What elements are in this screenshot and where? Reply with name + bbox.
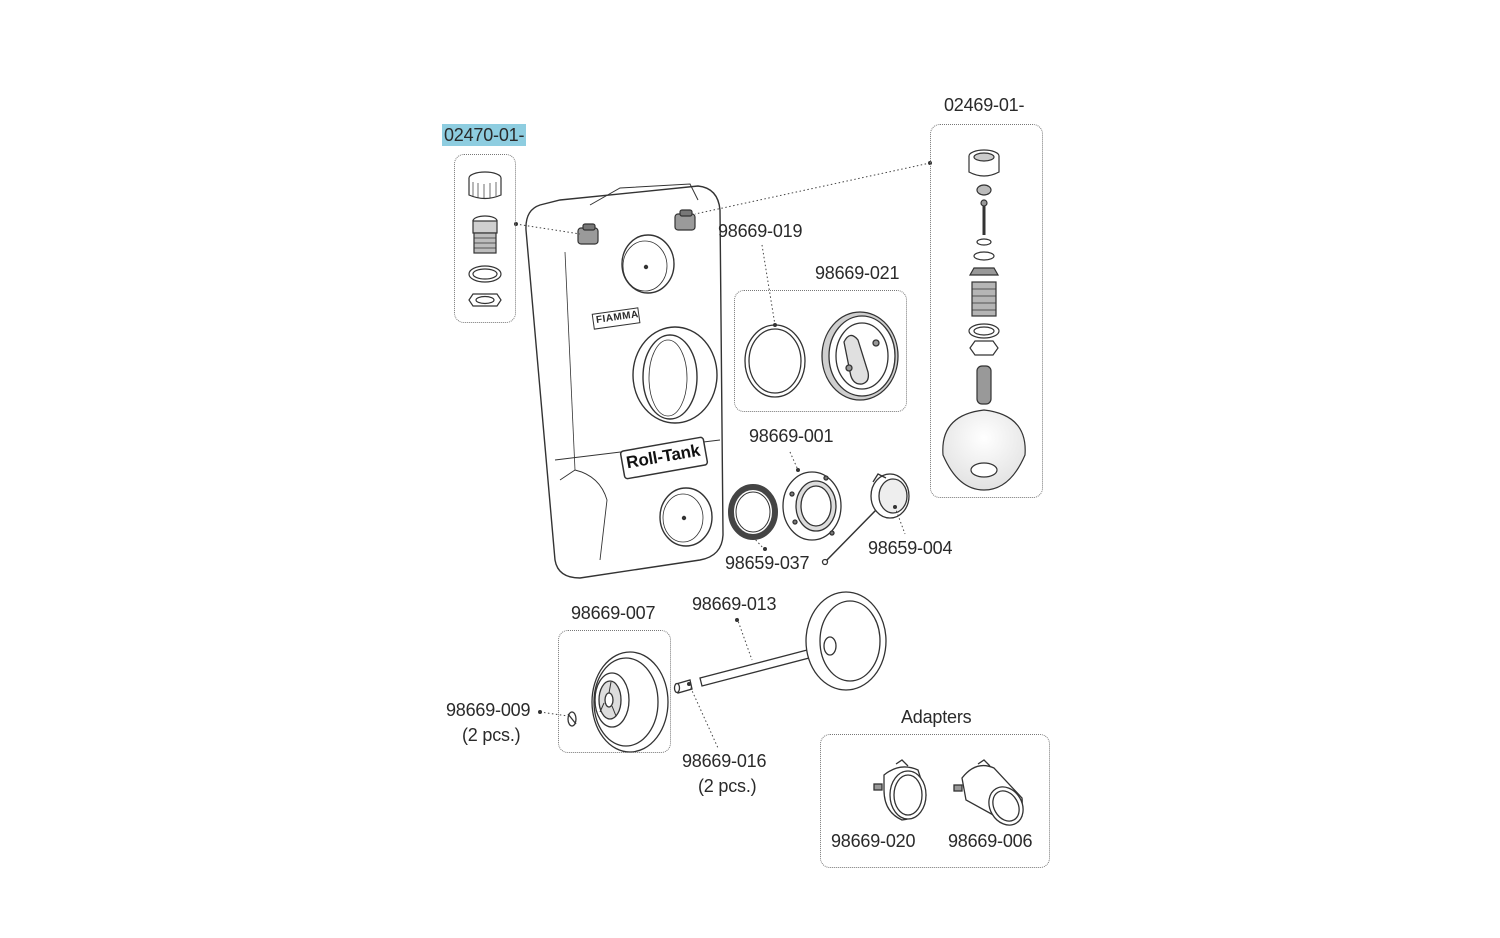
axle-pin-leader <box>688 683 719 749</box>
axle-pin-part <box>673 679 693 694</box>
flange-leader <box>789 451 799 471</box>
label-wheel: 98669-007 <box>571 603 656 623</box>
label-clip: 98669-009 <box>446 700 531 720</box>
adapter-straight-part <box>873 759 927 821</box>
label-clip-qty: (2 pcs.) <box>462 725 521 745</box>
valve-kit-leader <box>694 162 931 215</box>
roll-tank-body <box>525 183 724 579</box>
gasket-cap-box <box>734 290 907 412</box>
axle-leader-dot <box>735 618 739 622</box>
adapter-angled-part <box>953 759 1024 826</box>
vent-kit-parts <box>468 171 502 307</box>
clip-leader <box>539 711 569 717</box>
tank-vent-right <box>674 209 696 231</box>
tether-cap-part <box>821 473 910 566</box>
flange-leader-dot <box>796 468 800 472</box>
label-adapters-title: Adapters <box>901 707 972 727</box>
label-axle: 98669-013 <box>692 594 777 614</box>
label-o-ring: 98659-037 <box>725 553 810 573</box>
gasket-ring-leader-dot <box>773 323 777 327</box>
clip-leader-dot <box>538 710 542 714</box>
label-tether-cap: 98659-004 <box>868 538 953 558</box>
tether-cap-leader <box>894 506 906 535</box>
valve-kit-box <box>930 124 1043 498</box>
label-gasket-ring: 98669-019 <box>718 221 803 241</box>
label-axle-pin-qty: (2 pcs.) <box>698 776 757 796</box>
flange-part <box>782 471 842 541</box>
axle-pin-leader-dot <box>687 682 691 686</box>
tank-vent-left <box>577 223 599 245</box>
vent-kit-leader <box>515 223 581 235</box>
wheel-box <box>558 630 671 753</box>
o-ring-leader-dot <box>763 547 767 551</box>
label-adapter-straight: 98669-020 <box>831 831 916 851</box>
clip-part <box>567 711 577 727</box>
label-adapter-angled: 98669-006 <box>948 831 1033 851</box>
valve-kit-parts <box>942 149 1026 491</box>
label-flange: 98669-001 <box>749 426 834 446</box>
vent-kit-box <box>454 154 516 323</box>
tank-name-plate <box>619 436 709 480</box>
o-ring-part <box>728 484 778 540</box>
adapters-box <box>820 734 1050 868</box>
tether-cap-leader-dot <box>893 505 897 509</box>
gasket-ring-leader <box>761 244 776 326</box>
label-cap-large: 98669-021 <box>815 263 900 283</box>
o-ring-leader <box>752 536 766 551</box>
label-valve-kit: 02469-01- <box>944 95 1025 115</box>
tank-brand-plate <box>591 307 641 330</box>
label-axle-pin: 98669-016 <box>682 751 767 771</box>
label-vent-kit: 02470-01- <box>442 124 527 146</box>
wheel-far-part <box>805 591 887 691</box>
wheel-near-part <box>591 651 669 753</box>
cap-large-part <box>821 311 899 401</box>
axle-leader <box>736 617 753 661</box>
